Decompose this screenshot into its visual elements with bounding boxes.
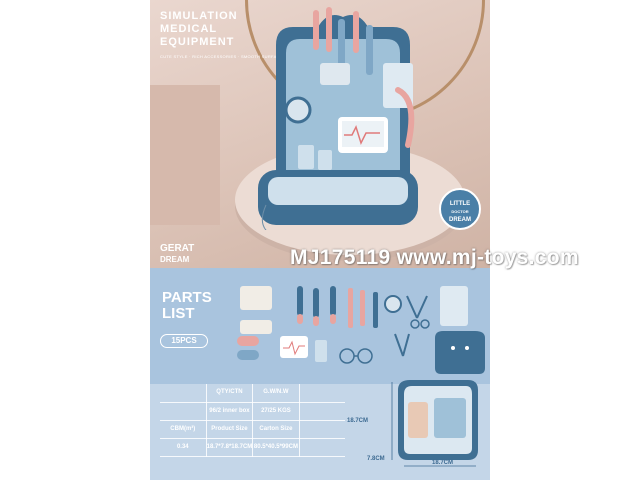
spec-cell [298,401,345,421]
spec-table: QTY/CTN G.W/N.W 96/2 inner box 27/25 KGS… [160,384,345,457]
medical-kit-illustration [258,7,418,230]
spec-cell: QTY/CTN [205,384,254,403]
title-line-3: EQUIPMENT [160,36,235,48]
title-line-1: SIMULATION [160,10,238,22]
hero-section: SIMULATION MEDICAL EQUIPMENT CUTE STYLE … [150,0,490,268]
box-height-label: 18.7CM [347,418,369,424]
title-line-2: MEDICAL [160,23,218,35]
brand-logo: GERAT DREAM [160,243,194,265]
watermark: MJ175119 www.mj-toys.com [290,246,579,269]
product-title: SIMULATION MEDICAL EQUIPMENT [160,10,238,49]
spec-row: QTY/CTN G.W/N.W [160,384,345,403]
packaging-box-illustration [391,380,478,467]
parts-title-line-2: LIST [162,305,195,322]
product-subtitle: CUTE STYLE · RICH ACCESSORIES · SMOOTH S… [160,54,283,59]
spec-row: CBM(m³) Product Size Carton Size [160,419,345,439]
accessories-illustration [237,286,485,374]
spec-cell [298,419,345,439]
brand-line-2: DREAM [160,255,190,264]
spec-cell [160,384,207,403]
parts-title-line-1: PARTS [162,289,212,306]
spec-cell: 96/2 inner box [205,401,254,421]
spec-cell: 0.34 [160,437,207,457]
spec-cell: 80.5*40.5*99CM [252,437,300,457]
decor-pillar [150,85,220,225]
spec-cell: Product Size [205,419,254,439]
badge-line-3: DREAM [449,217,471,223]
piece-count-badge: 15PCS [160,334,208,348]
spec-cell: CBM(m³) [160,419,207,439]
spec-cell: G.W/N.W [252,384,300,403]
spec-cell [298,437,345,457]
badge-line-1: LITTLE [449,201,471,207]
spec-cell [298,384,345,403]
brand-line-1: GERAT [160,243,195,254]
badge-line-2: DOCTOR [451,209,469,214]
spec-cell: Carton Size [252,419,300,439]
box-depth-label: 7.8CM [367,456,385,462]
parts-list-title: PARTS LIST [162,290,212,322]
spec-cell: 18.7*7.8*18.7CM [205,437,254,457]
spec-row: 0.34 18.7*7.8*18.7CM 80.5*40.5*99CM [160,437,345,457]
product-sheet: SIMULATION MEDICAL EQUIPMENT CUTE STYLE … [150,0,490,480]
spec-cell [160,401,207,421]
spec-row: 96/2 inner box 27/25 KGS [160,401,345,421]
spec-cell: 27/25 KGS [252,401,300,421]
little-doctor-badge: LITTLE DOCTOR DREAM [439,188,481,230]
box-width-label: 18.7CM [432,460,454,466]
parts-section: PARTS LIST 15PCS [150,268,490,480]
